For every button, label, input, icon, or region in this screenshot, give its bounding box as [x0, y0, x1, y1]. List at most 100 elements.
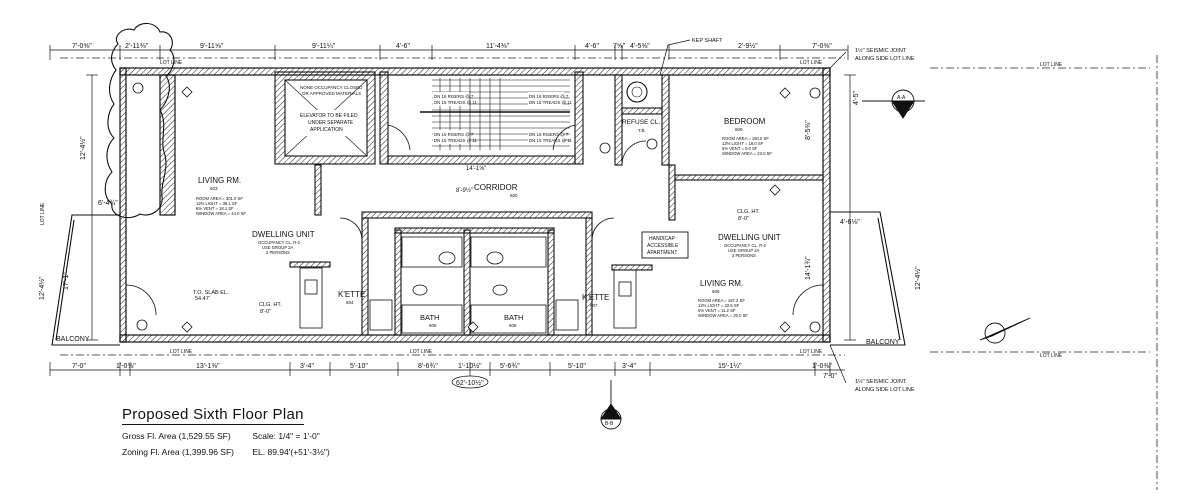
- bath-fixtures: [401, 236, 547, 334]
- seismic-note-bottom: 1½" SEISMIC JOINT: [855, 378, 907, 385]
- stair-walls: [379, 71, 584, 165]
- balcony-left-label: BALCONY: [56, 336, 90, 343]
- bottom-dimension: 1'-0⅜": [812, 363, 832, 370]
- bottom-dimension: 7'-0": [823, 373, 837, 380]
- right-dimension: 4'-6⅛": [840, 219, 860, 226]
- right-dimension: 12'-4½": [914, 266, 922, 290]
- bath-right-number: 608: [509, 323, 517, 328]
- lot-line-label: LOT LINE: [1040, 353, 1063, 359]
- lot-lines: [60, 55, 1158, 490]
- stair-note: DN 16 RISERS @ 7: [529, 94, 569, 99]
- left-dimension: 12'-4½": [79, 136, 87, 160]
- stair-note: DN 15 TREADS @ 11: [434, 138, 477, 143]
- dwelling-right-spec: 2 PERSONS: [732, 253, 756, 258]
- clg-right-value: 8'-0": [738, 216, 749, 222]
- stair-run-dimension: 14'-1⅝": [466, 166, 486, 172]
- top-dimension: 4'-6": [396, 43, 410, 50]
- lot-line-label: LOT LINE: [170, 349, 193, 355]
- elevator-note: UNDER SEPARATE: [308, 120, 354, 126]
- clg-left-value: 8'-0": [260, 309, 271, 315]
- plan-elevation: EL. 89.94'(+51'-3½"): [252, 447, 330, 457]
- bath-left-label: BATH: [420, 313, 439, 322]
- elevator-note: APPLICATION: [310, 127, 343, 133]
- handicap-box: [641, 231, 689, 259]
- living-left-number: 603: [210, 186, 218, 191]
- living-right-spec: WINDOW AREA = 30.0 SF: [698, 313, 748, 318]
- dwelling-right-label: DWELLING UNIT: [718, 233, 781, 242]
- bottom-dimension-line: [49, 362, 845, 376]
- refuse-closet-number: T.B.: [638, 128, 646, 133]
- top-dimension-line: [49, 45, 849, 60]
- top-dimension: 11'-4⅜": [486, 43, 510, 50]
- north-arrow: [979, 317, 1031, 344]
- top-dimension: 9'-11¼": [312, 43, 336, 50]
- lot-line-label: LOT LINE: [160, 60, 183, 66]
- left-dimension: 6'-4¾": [98, 200, 118, 207]
- top-dimension: 2'-9½": [738, 42, 758, 50]
- bedroom-spec: WINDOW AREA = 23.0 SF: [722, 151, 772, 156]
- interior-walls: [289, 164, 824, 336]
- bottom-dimension: 7'-0": [72, 363, 86, 370]
- overall-bottom-dimension: 62'-10½": [456, 379, 484, 387]
- balcony-right: [830, 211, 906, 346]
- kette-right-label: K'ETTE: [582, 293, 609, 302]
- bedroom-spec: 12% LIGHT = 18.0 SF: [722, 141, 764, 146]
- living-left-spec: WINDOW AREA = 44.0 SF: [196, 211, 246, 216]
- bottom-dimension: 5'-10": [568, 363, 586, 370]
- clg-left-label: CLG. HT.: [259, 302, 282, 308]
- window-tags: [132, 82, 821, 333]
- bedroom-spec: ROOM AREA = 150.0 SF: [722, 136, 769, 141]
- lot-line-label-vertical: LOT LINE: [40, 202, 46, 225]
- title-block: Proposed Sixth Floor Plan Gross Fl. Area…: [122, 406, 330, 457]
- stair-note: DN 15 TREADS @ 11: [529, 100, 572, 105]
- dwelling-left-spec: OCCUPANCY CL. R-2: [258, 240, 301, 245]
- kette-left-label: K'ETTE: [338, 290, 365, 299]
- corridor-run-dimension: 8'-9½": [456, 187, 473, 194]
- living-right-spec: 12% LIGHT = 22.5 SF: [698, 303, 740, 308]
- right-dimension: 14'-1¾": [805, 256, 812, 280]
- zoning-area: Zoning Fl. Area (1,399.96 SF): [122, 447, 234, 457]
- dwelling-left-spec: 2 PERSONS: [266, 250, 290, 255]
- stair-note: DN 15 TREADS @ 11: [434, 100, 477, 105]
- kep-shaft-label: KEP SHAFT: [692, 38, 723, 44]
- kette-right-number: 607: [590, 303, 598, 308]
- lot-line-label: LOT LINE: [800, 60, 823, 66]
- living-right-number: 606: [712, 289, 720, 294]
- to-slab-value: 54.47': [195, 296, 210, 302]
- bedroom-spec: 6% VENT = 9.0 SF: [722, 146, 758, 151]
- lot-line-label: LOT LINE: [410, 349, 433, 355]
- stair-doors: [387, 124, 576, 151]
- dwelling-right-spec: OCCUPANCY CL. R-2: [724, 243, 767, 248]
- right-dimension: 8'-5⅜": [805, 120, 812, 140]
- bedroom-number: 609: [735, 127, 743, 132]
- elevator-top-note: NONE OCCUPANCY CLOSED: [300, 85, 363, 90]
- right-dimension: 4'-5": [853, 91, 860, 105]
- balcony-right-label: BALCONY: [866, 339, 900, 346]
- stair-note: DN 16 RISERS @ 7: [434, 94, 474, 99]
- bottom-dimension: 3'-4": [622, 363, 636, 370]
- refuse-closet-label: REFUSE CL.: [622, 119, 660, 126]
- bath-left-number: 605: [429, 323, 437, 328]
- plan-title: Proposed Sixth Floor Plan: [122, 406, 304, 425]
- corridor-label: CORRIDOR: [474, 183, 518, 192]
- kette-left-number: 604: [346, 300, 354, 305]
- top-dimension: 7'-0⅝": [72, 43, 92, 50]
- bedroom-label: BEDROOM: [724, 117, 766, 126]
- section-aa-label: A-A: [897, 95, 906, 101]
- dwelling-right-spec: USE GROUP 2A: [728, 248, 760, 253]
- bottom-dimension: 13'-1⅜": [196, 363, 220, 370]
- seismic-note-top: ALONG SIDE LOT LINE: [855, 56, 915, 62]
- bottom-dimension: 3'-4": [300, 363, 314, 370]
- bottom-dimension: 1'-10½": [458, 362, 482, 370]
- lot-line-label: LOT LINE: [800, 349, 823, 355]
- elevator-note: ELEVATOR TO BE FILED: [300, 113, 358, 119]
- top-dimension: 7'-0⅝": [812, 43, 832, 50]
- handicap-label: APARTMENT: [647, 250, 677, 256]
- bottom-dimension: 5'-10": [350, 363, 368, 370]
- seismic-note-top: 1½" SEISMIC JOINT: [855, 47, 907, 54]
- gross-area: Gross Fl. Area (1,529.55 SF): [122, 431, 231, 441]
- top-dimension: 2'-11⅜": [125, 43, 149, 50]
- elevator-top-note: OR APPROVED MATERIALS: [302, 91, 361, 96]
- bottom-dimension: 5'-6¾": [500, 363, 520, 370]
